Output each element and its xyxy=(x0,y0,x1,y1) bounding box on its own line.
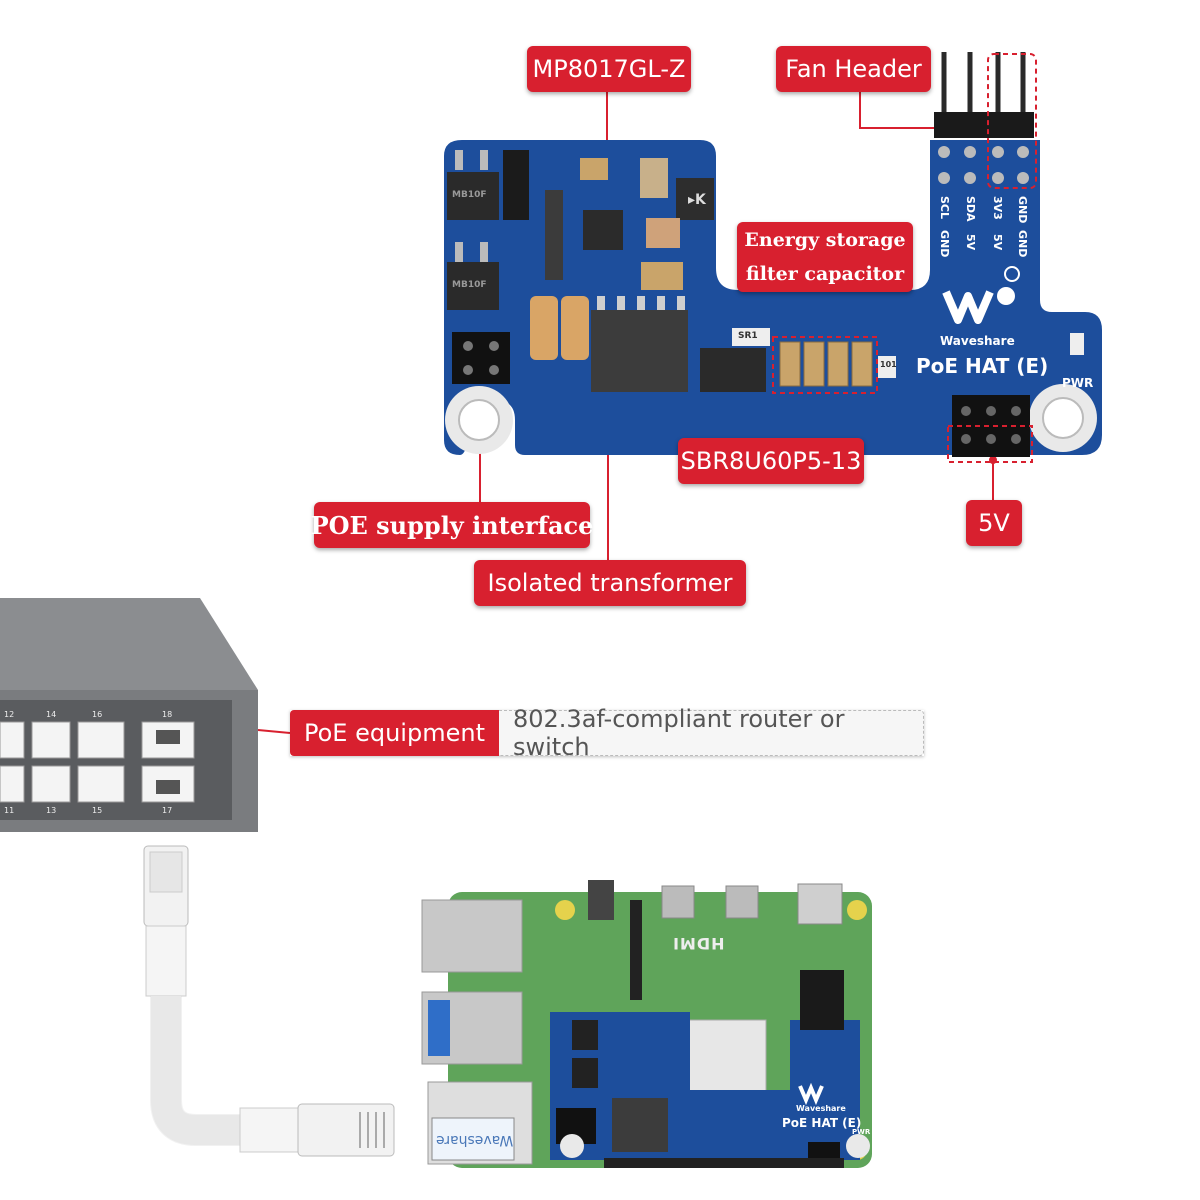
port-num-14: 14 xyxy=(46,710,57,719)
sbr-diode xyxy=(700,348,766,392)
svg-text:▸K: ▸K xyxy=(688,192,707,208)
poe-equipment-tag: PoE equipment xyxy=(290,710,499,756)
port-num-12: 12 xyxy=(4,710,15,719)
mini-hat-name: PoE HAT (E) xyxy=(782,1116,862,1130)
port-num-15: 15 xyxy=(92,806,103,815)
pi-hdmi-text: HDMI xyxy=(672,934,725,953)
waveshare-logo xyxy=(942,290,994,324)
energy-caps xyxy=(779,341,873,387)
callout-transformer: Isolated transformer xyxy=(474,560,746,606)
port-num-18: 18 xyxy=(162,710,173,719)
energy-line-1: Energy storage xyxy=(744,229,906,251)
chip-mark-2: MB10F xyxy=(452,280,487,290)
cap-1 xyxy=(530,296,558,360)
switch-ports xyxy=(0,721,195,803)
callout-energy-storage: Energy storage filter capacitor xyxy=(737,222,913,292)
mp8017-chip xyxy=(583,210,623,250)
cap-2 xyxy=(561,296,589,360)
diode-k xyxy=(676,178,714,220)
chip-mark-1: MB10F xyxy=(452,190,487,200)
rj45-plug-side xyxy=(297,1103,395,1157)
isolated-transformer xyxy=(591,310,688,392)
usb-port-1 xyxy=(421,899,523,973)
fan-header xyxy=(934,112,1034,138)
poe-supply-header xyxy=(452,332,510,384)
component-col xyxy=(545,190,563,280)
chip-mark-4: 101 xyxy=(880,360,897,369)
callout-sbr: SBR8U60P5-13 xyxy=(678,438,864,484)
callout-fan-header: Fan Header xyxy=(776,46,931,92)
switch-top xyxy=(0,598,258,690)
port-num-17: 17 xyxy=(162,806,173,815)
port-num-11: 11 xyxy=(4,806,15,815)
board-brand: Waveshare xyxy=(940,334,1015,348)
callout-mp8017: MP8017GL-Z xyxy=(527,46,691,92)
leader-poe-equipment xyxy=(257,729,291,734)
callout-poe-supply: POE supply interface xyxy=(311,502,593,548)
soc xyxy=(687,1019,767,1097)
port-num-13: 13 xyxy=(46,806,57,815)
rectifier-2 xyxy=(447,262,499,310)
pwr-led xyxy=(1070,333,1084,355)
diode-chip xyxy=(503,150,529,220)
port-num-16: 16 xyxy=(92,710,103,719)
callout-5v: 5V xyxy=(966,500,1022,546)
mini-hat-brand: Waveshare xyxy=(796,1104,846,1113)
board-pwr: PWR xyxy=(1062,376,1094,390)
five-v-header xyxy=(952,395,1030,457)
energy-line-2: filter capacitor xyxy=(745,263,905,285)
chip-mark-3: SR1 xyxy=(738,331,758,341)
board-name: PoE HAT (E) xyxy=(916,354,1049,378)
pi-sticker-text: Waveshare xyxy=(436,1132,514,1148)
rectifier-1 xyxy=(447,172,499,220)
mini-hat-pwr: PWR xyxy=(852,1128,871,1136)
